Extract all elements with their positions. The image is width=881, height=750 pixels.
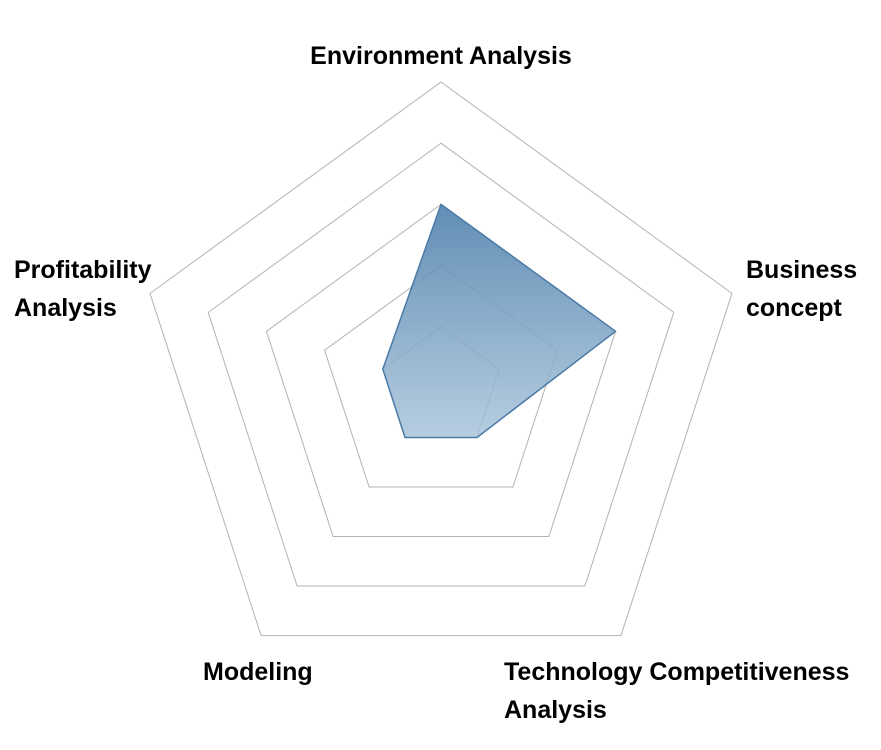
axis-label-4: Modeling	[203, 658, 313, 686]
axis-label-line: Business	[746, 256, 857, 284]
axis-label-2: Business concept	[746, 256, 857, 322]
series-area-1	[382, 203, 617, 439]
axis-label-line: concept	[746, 294, 843, 322]
axis-label-line: Technology Competitiveness	[504, 658, 849, 686]
axis-label-line: Environment Analysis	[310, 42, 572, 70]
grid-ring-5	[149, 81, 733, 637]
axis-label-line: Modeling	[203, 658, 313, 686]
axis-label-line: Profitability	[14, 256, 152, 284]
grid-ring-4	[207, 142, 675, 587]
axis-label-line: Analysis	[14, 294, 117, 322]
axis-label-1: Environment Analysis	[310, 42, 572, 70]
axis-label-line: Analysis	[504, 696, 607, 724]
radar-series	[382, 203, 617, 439]
